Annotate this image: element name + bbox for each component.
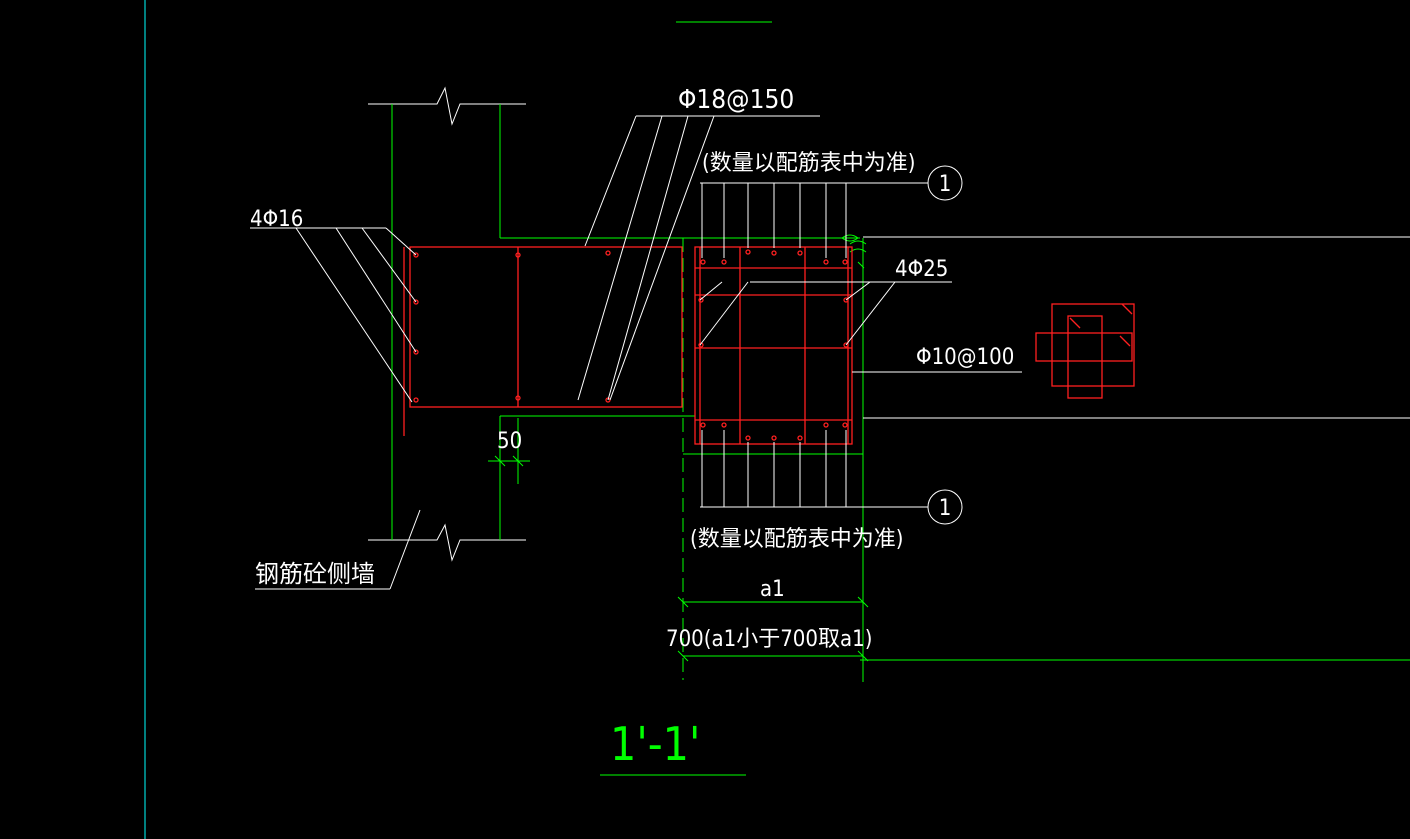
callout-circle-top (927, 165, 963, 201)
label-rebar-top: Φ18@150 (678, 85, 794, 115)
section-title: 1'-1' (610, 717, 700, 771)
column-outline (682, 234, 1410, 682)
callout-number-bottom: 1 (939, 496, 952, 521)
label-dim-700: 700(a1小于700取a1) (666, 627, 872, 652)
label-rebar-corner: 4Φ25 (895, 257, 948, 282)
label-note-top: (数量以配筋表中为准) (702, 151, 915, 176)
label-stirrup: Φ10@100 (916, 345, 1014, 370)
callout-number-top: 1 (939, 172, 952, 197)
wall-rebar-cage (403, 246, 683, 436)
label-dim-a1: a1 (760, 577, 785, 602)
label-cover: 50 (497, 429, 522, 454)
label-rebar-left: 4Φ16 (250, 207, 303, 232)
label-note-bottom: (数量以配筋表中为准) (690, 527, 903, 552)
label-wall: 钢筋砼侧墙 (255, 560, 375, 588)
column-rebar-cage (694, 246, 853, 445)
stirrup-detail (1035, 303, 1135, 399)
dimensions (677, 596, 869, 662)
side-wall (368, 86, 860, 562)
leader-lines (250, 115, 1022, 590)
callout-circle-bottom (927, 489, 963, 525)
